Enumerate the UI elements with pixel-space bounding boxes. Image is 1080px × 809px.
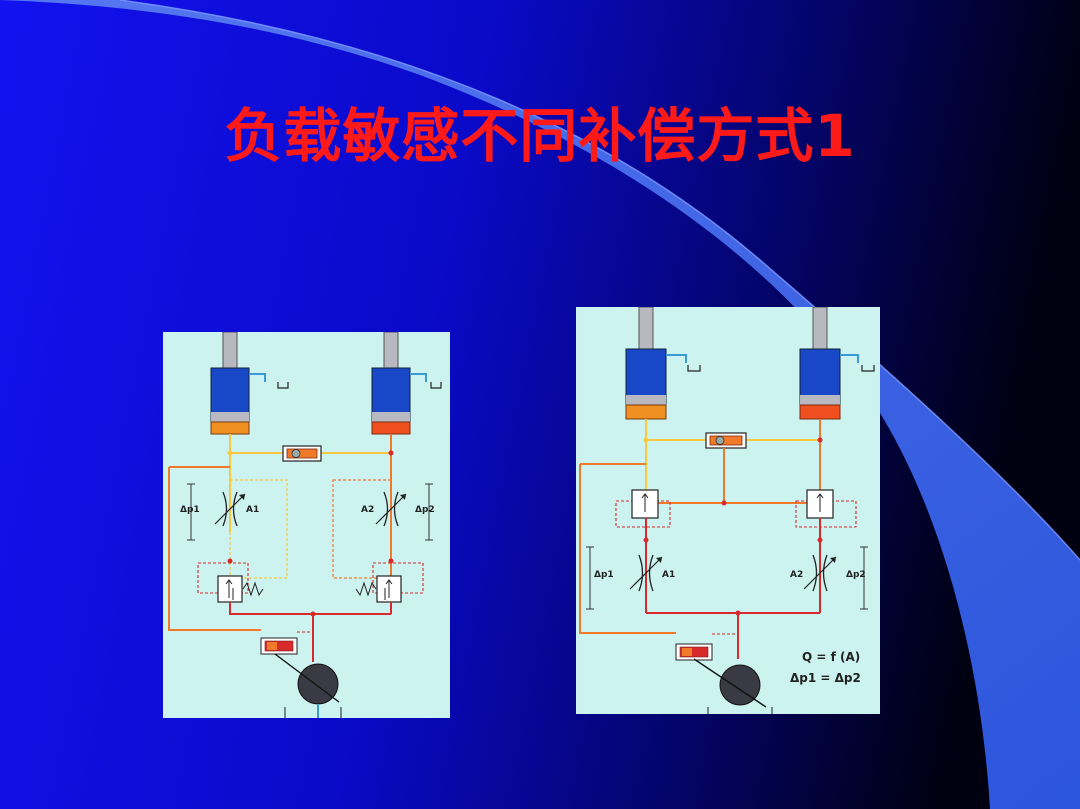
pump-regulator-piston [267,642,277,650]
formula-pressure: Δp1 = Δp2 [790,671,861,685]
pressure-line [646,448,820,504]
cylinder-chamber [371,421,411,435]
pump-regulator-body [679,646,709,658]
background-swoosh-edge [119,0,1080,561]
cylinder-chamber [799,404,841,420]
cylinder-rod [222,332,238,373]
pump-regulator-body [264,640,294,652]
label-dp1: Δp1 [594,570,614,580]
pump-adjust-arrow [274,653,340,703]
pressure-line [645,518,821,614]
junction-dot [643,537,649,543]
tank-icon [277,382,289,389]
junction-dot [721,500,727,506]
throttle-a2-icon [803,554,837,592]
label-dp1: Δp1 [180,505,200,515]
junction-dot [735,610,741,616]
dimension-bracket [860,546,868,610]
shuttle-valve-body [709,435,743,446]
shuttle-valve-body [286,448,318,459]
dimension-bracket [425,483,433,541]
cylinder-chamber [210,421,250,435]
cylinder-chamber [625,404,667,420]
junction-dot [227,450,233,456]
label-a2: A2 [361,505,374,515]
compensator-valve [217,575,243,603]
pressure-line [229,602,392,615]
dimension-bracket [586,546,594,610]
cylinder-rod [638,307,654,356]
drain-line [666,354,687,363]
drain-line [249,373,266,382]
valve-arrow-icon [225,579,234,600]
hydraulic-diagram-left: Δp1 A1 A2 Δp2 [163,332,450,718]
cylinder-piston [800,395,840,405]
throttle-a1-icon [629,554,663,592]
pump-adjust-arrow [693,658,767,708]
valve-arrow-icon [384,579,393,600]
pump-regulator-piston [682,648,692,656]
label-a1: A1 [662,570,675,580]
pilot-line-dashed [229,479,288,579]
junction-dot [227,558,233,564]
label-dp2: Δp2 [846,570,866,580]
load-sense-line [645,419,820,497]
valve-arrow-icon [816,493,824,512]
valve-arrow-icon [641,493,649,512]
tank-icon [430,382,442,389]
cylinder-piston [372,412,410,422]
shuttle-ball [715,436,725,445]
junction-dot [388,450,394,456]
cylinder-rod [812,307,828,356]
pump-base-line [707,707,773,714]
load-sense-line [579,463,676,634]
label-a2: A2 [790,570,803,580]
pilot-line-dashed [332,479,392,579]
slide-title: 负载敏感不同补偿方式1 [224,102,856,170]
cylinder-rod [383,332,399,373]
load-sense-line [168,466,261,631]
junction-dot [388,558,394,564]
tank-icon [861,365,875,372]
formula-flow: Q = f (A) [802,650,860,664]
throttle-a2-icon [375,491,407,527]
junction-dot [817,437,823,443]
drain-line [840,354,859,363]
throttle-a1-icon [214,491,246,527]
pump-base-line [284,707,342,718]
label-a1: A1 [246,505,259,515]
cylinder-piston [626,395,666,405]
drain-line [410,373,427,382]
pump-icon [297,663,339,705]
tank-icon [687,365,701,372]
label-dp2: Δp2 [415,505,435,515]
spring-icon [355,581,377,597]
junction-dot [643,437,649,443]
spring-icon [242,581,264,597]
dimension-bracket [187,483,195,541]
shuttle-ball [291,449,301,458]
pump-icon [719,664,761,706]
junction-dot [817,537,823,543]
hydraulic-diagram-right: Δp1 A1 A2 Δp2 Q = f (A) Δp1 = Δp2 [576,307,880,714]
cylinder-piston [211,412,249,422]
